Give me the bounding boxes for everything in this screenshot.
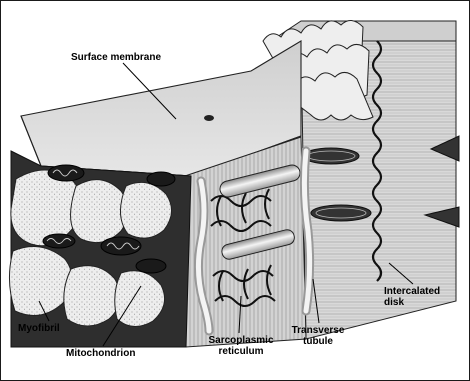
label-transverse-tubule-line1: Transverse [283, 325, 353, 336]
label-surface-membrane: Surface membrane [71, 52, 161, 63]
label-sarcoplasmic-reticulum-line1: Sarcoplasmic [201, 335, 281, 346]
cell-cross-section [9, 151, 191, 347]
label-intercalated-disk-line1: Intercalated [384, 286, 440, 297]
label-sarcoplasmic-reticulum-line2: reticulum [201, 346, 281, 357]
label-transverse-tubule: Transverse tubule [283, 325, 353, 347]
label-intercalated-disk: Intercalated disk [384, 286, 440, 308]
label-myofibril: Myofibril [18, 323, 60, 334]
label-transverse-tubule-line2: tubule [283, 336, 353, 347]
label-mitochondrion: Mitochondrion [66, 348, 135, 359]
label-sarcoplasmic-reticulum: Sarcoplasmic reticulum [201, 335, 281, 357]
label-intercalated-disk-line2: disk [384, 297, 440, 308]
